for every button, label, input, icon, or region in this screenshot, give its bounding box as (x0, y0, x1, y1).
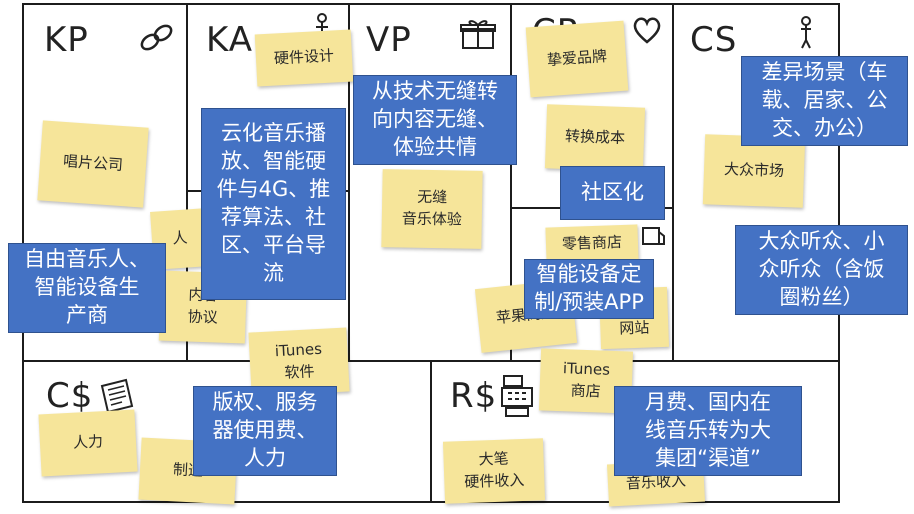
overlay-customer-scenes: 差异场景（车 载、居家、公 交、办公） (741, 56, 908, 146)
divider-ka-vp (348, 3, 350, 361)
header-key-partners: KP (44, 20, 89, 60)
sticky-record-company: 唱片公司 (37, 120, 149, 208)
heart-icon (633, 17, 661, 44)
overlay-community: 社区化 (560, 166, 665, 220)
overlay-key-partners: 自由音乐人、 智能设备生 产商 (8, 243, 166, 333)
divider-vp-cr (510, 3, 512, 361)
sticky-beloved-brand: 挚爱品牌 (525, 20, 629, 98)
receipt-icon (100, 378, 134, 414)
header-key-activities: KA (206, 20, 253, 60)
overlay-channels: 智能设备定 制/预装APP (524, 259, 654, 319)
sticky-hr: 人力 (38, 409, 138, 477)
sticky-seamless-music: 无缝 音乐体验 (381, 169, 483, 249)
overlay-customer-audience: 大众听众、小 众听众（含饭 圈粉丝） (735, 225, 908, 315)
sticky-retail-store: 零售商店 (545, 224, 639, 264)
overlay-revenue-streams: 月费、国内在 线音乐转为大 集团“渠道” (614, 386, 802, 476)
divider-cr-cs (672, 3, 674, 361)
sticky-switching-cost: 转换成本 (544, 104, 646, 172)
header-revenue-streams: R$ (450, 376, 498, 416)
cash-register-icon (501, 375, 533, 417)
overlay-value-propositions: 从技术无缝转 向内容无缝、 体验共情 (353, 75, 517, 165)
chain-link-icon (140, 24, 173, 51)
header-cost-structure: C$ (46, 376, 94, 416)
sticky-hardware-design: 硬件设计 (254, 29, 354, 87)
canvas-bottom-border (22, 501, 840, 503)
gift-box-icon (460, 20, 496, 49)
person-standing-icon (801, 16, 811, 49)
overlay-cost-items: 版权、服务 器使用费、 人力 (193, 386, 337, 476)
overlay-key-activities: 云化音乐播 放、智能硬 件与4G、推 荐算法、社 区、平台导 流 (201, 108, 346, 300)
divider-kp-ka (186, 3, 188, 361)
delivery-truck-icon (642, 227, 665, 245)
sticky-large-hardware-revenue: 大笔 硬件收入 (442, 438, 546, 504)
header-customer-segments: CS (690, 20, 738, 60)
header-value-propositions: VP (366, 20, 412, 60)
canvas-top-border (22, 3, 840, 5)
divider-cost-rev (430, 360, 432, 502)
